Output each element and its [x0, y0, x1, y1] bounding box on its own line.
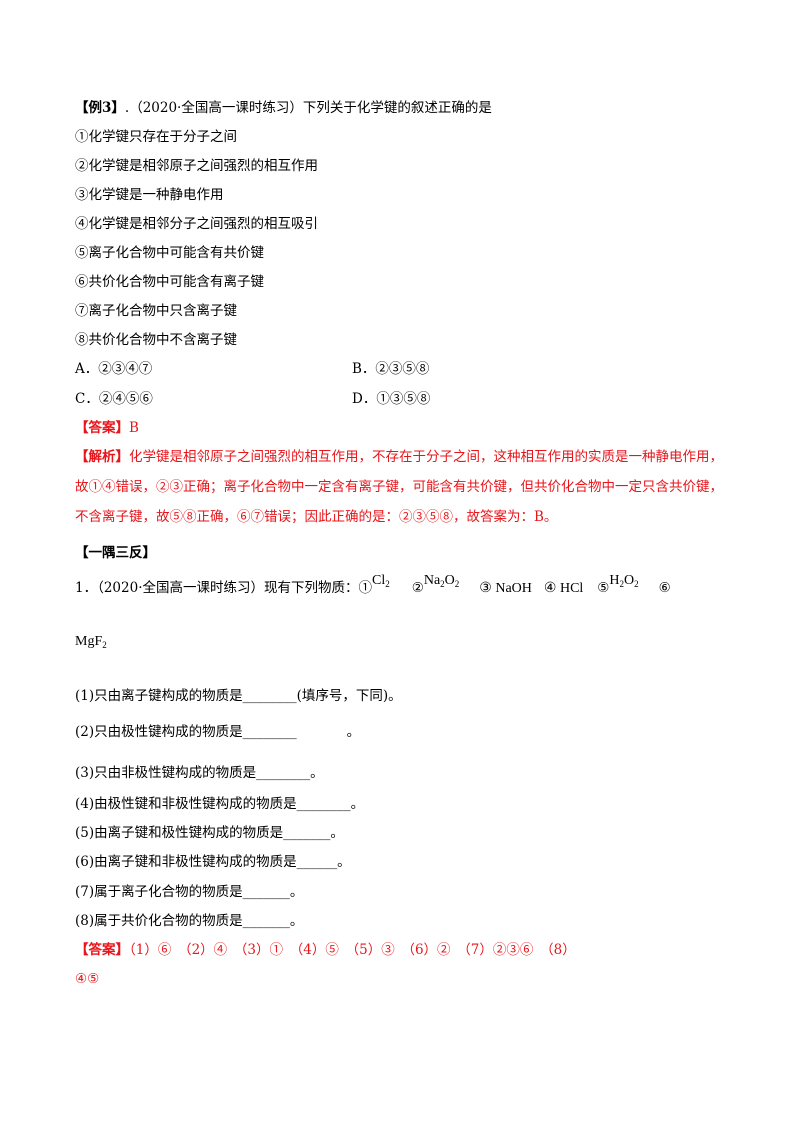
sub-question-2: (2)只由极性键构成的物质是________。 [75, 724, 361, 740]
sub-question-7: (7)属于离子化合物的物质是_______。 [75, 884, 304, 900]
substance-6-num: ⑥ [658, 580, 671, 596]
option-d: D．①③⑤⑧ [352, 391, 431, 407]
option-c: C．②④⑤⑥ [75, 391, 153, 407]
example-question-line: 【例3】.（2020·全国高一课时练习）下列关于化学键的叙述正确的是 [75, 98, 492, 118]
practice-q1-line: 1．（2020·全国高一课时练习）现有下列物质：①Cl2 ②Na2O2 ③ NaOH… [75, 573, 671, 602]
statement-3: ③化学键是一种静电作用 [75, 187, 224, 203]
example-answer: 【答案】B [75, 418, 139, 438]
example-question: 下列关于化学键的叙述正确的是 [302, 100, 492, 116]
sub-question-3: (3)只由非极性键构成的物质是________。 [75, 765, 324, 781]
answer-value: B [129, 420, 139, 436]
practice-header: 【一隅三反】 [75, 545, 156, 561]
substance-3: ③ NaOH [479, 581, 532, 596]
statement-6: ⑥共价化合物中可能含有离子键 [75, 274, 264, 290]
practice-answer-line1: 【答案】（1）⑥ （2）④ （3）① （4）⑤ （5）③ （6）② （7）②③⑥… [75, 940, 576, 960]
statement-1: ①化学键只存在于分子之间 [75, 129, 237, 145]
analysis-text: 化学键是相邻原子之间强烈的相互作用，不存在于分子之间，这种相互作用的实质是一种静… [75, 449, 723, 525]
practice-answer-line2: ④⑤ [75, 971, 100, 987]
substance-1: ①Cl2 [358, 573, 390, 596]
statement-2: ②化学键是相邻原子之间强烈的相互作用 [75, 158, 318, 174]
statement-4: ④化学键是相邻分子之间强烈的相互吸引 [75, 216, 318, 232]
statement-7: ⑦离子化合物中只含离子键 [75, 303, 237, 319]
practice-answer-values: （1）⑥ （2）④ （3）① （4）⑤ （5）③ （6）② （7）②③⑥ （8） [129, 942, 576, 958]
substance-4: ④ HCl [543, 581, 584, 596]
analysis-label: 【解析】 [75, 449, 129, 465]
option-b: B．②③⑤⑧ [352, 361, 430, 377]
example-tag: 【例3】 [75, 100, 125, 116]
answer-label: 【答案】 [75, 420, 129, 436]
q1-intro: 1．（2020·全国高一课时练习）现有下列物质： [75, 580, 359, 596]
sub-question-4: (4)由极性键和非极性键构成的物质是________。 [75, 796, 365, 812]
substance-5: ⑤H2O2 [597, 573, 639, 596]
sub-question-1: (1)只由离子键构成的物质是________(填序号，下同)。 [75, 688, 402, 704]
sub-question-6: (6)由离子键和非极性键构成的物质是______。 [75, 854, 351, 870]
substance-6: MgF2 [75, 634, 107, 650]
option-a: A．②③④⑦ [75, 361, 153, 377]
example-analysis: 【解析】化学键是相邻原子之间强烈的相互作用，不存在于分子之间，这种相互作用的实质… [75, 442, 730, 532]
example-source: .（2020·全国高一课时练习） [124, 100, 303, 116]
statement-5: ⑤离子化合物中可能含有共价键 [75, 245, 264, 261]
practice-answer-label: 【答案】 [75, 942, 129, 958]
substance-2: ②Na2O2 [411, 573, 460, 596]
sub-question-5: (5)由离子键和极性键构成的物质是_______。 [75, 825, 344, 841]
statement-8: ⑧共价化合物中不含离子键 [75, 332, 237, 348]
sub-question-8: (8)属于共价化合物的物质是_______。 [75, 913, 304, 929]
